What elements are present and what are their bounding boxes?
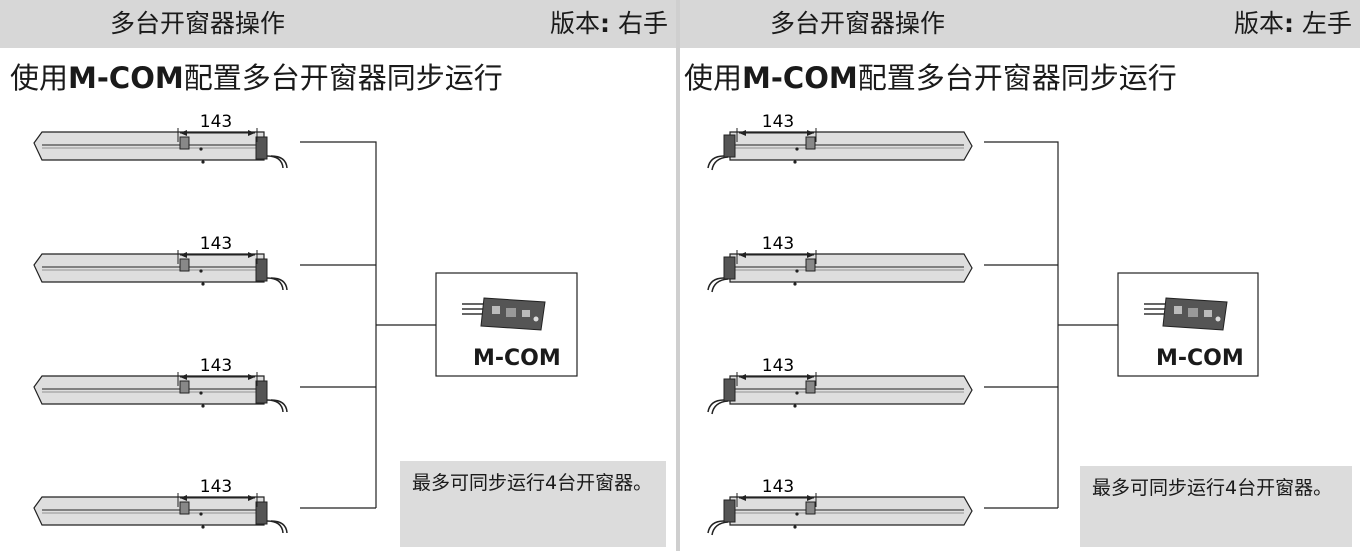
panel-right-hand: 多台开窗器操作 版本: 右手 使用M-COM配置多台开窗器同步运行 <box>0 0 676 551</box>
actuator: 143 <box>33 234 288 291</box>
actuator-row-2: 143 <box>707 234 973 293</box>
actuator-row-2: 143 <box>33 234 288 291</box>
note-box: 最多可同步运行4台开窗器。 <box>1080 466 1352 547</box>
wiring-diagram: 143 143 <box>707 112 1259 536</box>
mcom-module-icon <box>462 297 546 331</box>
dimension-label: 143 <box>200 356 232 376</box>
version-label: 版本: 左手 <box>1234 9 1352 38</box>
actuator-row-4: 143 <box>707 477 973 536</box>
dimension-label: 143 <box>762 356 794 376</box>
diagram-subtitle: 使用M-COM配置多台开窗器同步运行 <box>684 61 1177 95</box>
diagram-subtitle: 使用M-COM配置多台开窗器同步运行 <box>10 61 503 95</box>
actuator: 143 <box>33 356 288 413</box>
wiring-lines <box>300 141 436 509</box>
actuator-row-3: 143 <box>33 356 288 413</box>
panel-header: 多台开窗器操作 版本: 左手 <box>680 0 1360 48</box>
header-title: 多台开窗器操作 <box>110 9 286 38</box>
version-label: 版本: 右手 <box>550 9 668 38</box>
actuator: 143 <box>707 112 973 171</box>
mcom-module <box>1117 272 1259 377</box>
dimension-label: 143 <box>200 234 232 254</box>
actuator: 143 <box>707 234 973 293</box>
wiring-lines <box>984 141 1118 509</box>
actuator-row-4: 143 <box>33 477 288 534</box>
actuator-row-1: 143 <box>33 112 288 169</box>
dimension-label: 143 <box>762 234 794 254</box>
mcom-module <box>435 272 578 377</box>
header-title: 多台开窗器操作 <box>770 9 946 38</box>
dimension-label: 143 <box>762 477 794 497</box>
actuator: 143 <box>33 112 288 169</box>
actuator-row-1: 143 <box>707 112 973 171</box>
mcom-module-label: M-COM <box>473 346 561 371</box>
panel-left-hand: 多台开窗器操作 版本: 左手 使用M-COM配置多台开窗器同步运行 <box>680 0 1360 551</box>
dimension-label: 143 <box>200 112 232 132</box>
actuator: 143 <box>707 477 973 536</box>
panel-header: 多台开窗器操作 版本: 右手 <box>0 0 676 48</box>
wiring-diagram: 143 143 <box>33 112 578 534</box>
mcom-module-icon <box>1144 297 1228 331</box>
dimension-label: 143 <box>762 112 794 132</box>
actuator: 143 <box>707 356 973 415</box>
note-box: 最多可同步运行4台开窗器。 <box>400 461 666 547</box>
actuator-row-3: 143 <box>707 356 973 415</box>
mcom-module-label: M-COM <box>1156 346 1244 371</box>
panel-divider <box>676 0 680 551</box>
dimension-label: 143 <box>200 477 232 497</box>
actuator: 143 <box>33 477 288 534</box>
